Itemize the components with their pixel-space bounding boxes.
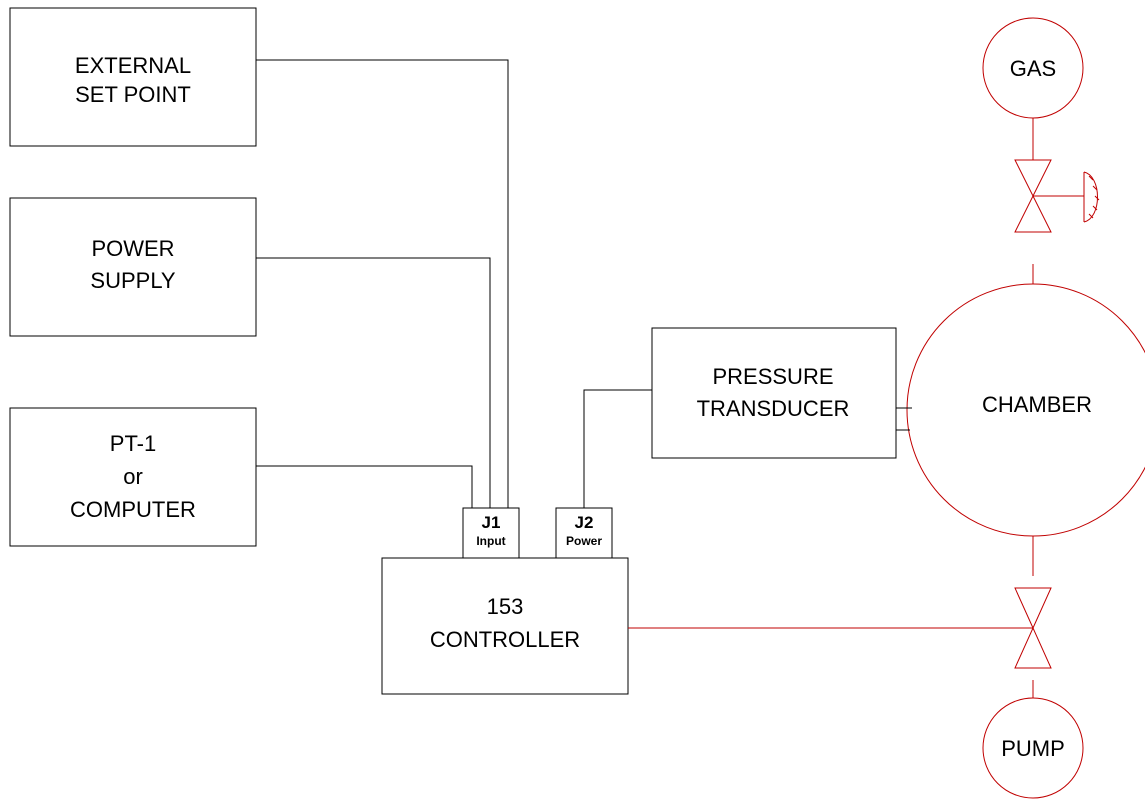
- controller-line2: CONTROLLER: [430, 627, 580, 652]
- power-supply-box: POWER SUPPLY: [9, 197, 257, 337]
- chamber-label: CHAMBER: [982, 392, 1092, 417]
- j2-label: J2: [575, 513, 594, 532]
- port-overlay: [896, 407, 912, 431]
- external-set-point-box: EXTERNAL SET POINT: [9, 7, 257, 147]
- connector-j1: J1 Input: [462, 507, 520, 559]
- power-supply-line2: SUPPLY: [90, 268, 176, 293]
- connector-j2: J2 Power: [555, 507, 613, 559]
- process-lines: [628, 118, 1034, 698]
- power-supply-line1: POWER: [91, 236, 174, 261]
- controller-model: 153: [487, 594, 524, 619]
- chamber: CHAMBER: [906, 283, 1145, 537]
- wire-pt1-computer: [256, 465, 473, 508]
- or-line: or: [123, 464, 143, 489]
- external-set-point-line2: SET POINT: [75, 82, 191, 107]
- wire-transducer-j2: [583, 389, 652, 508]
- pressure-transducer-box: PRESSURE TRANSDUCER: [651, 327, 897, 459]
- pt1-computer-box: PT-1 or COMPUTER: [9, 407, 257, 547]
- pressure-transducer-line2: TRANSDUCER: [697, 396, 850, 421]
- controller-box: 153 CONTROLLER: [381, 557, 629, 695]
- valve-icon: [1014, 587, 1052, 669]
- pump: PUMP: [982, 697, 1084, 799]
- gas-source: GAS: [982, 17, 1084, 119]
- signal-wires: [256, 59, 652, 508]
- gas-label: GAS: [1010, 56, 1056, 81]
- computer-line: COMPUTER: [70, 497, 196, 522]
- j1-label: J1: [482, 513, 501, 532]
- pump-label: PUMP: [1001, 736, 1065, 761]
- external-set-point-line1: EXTERNAL: [75, 53, 191, 78]
- wire-external-set-point: [256, 59, 509, 508]
- valve-icon: [1014, 159, 1085, 233]
- j1-sublabel: Input: [476, 534, 505, 548]
- pressure-transducer-line1: PRESSURE: [712, 364, 833, 389]
- wire-power-supply: [256, 257, 491, 508]
- pt1-line: PT-1: [110, 431, 156, 456]
- manual-actuator-icon: [1083, 171, 1100, 223]
- j2-sublabel: Power: [566, 534, 602, 548]
